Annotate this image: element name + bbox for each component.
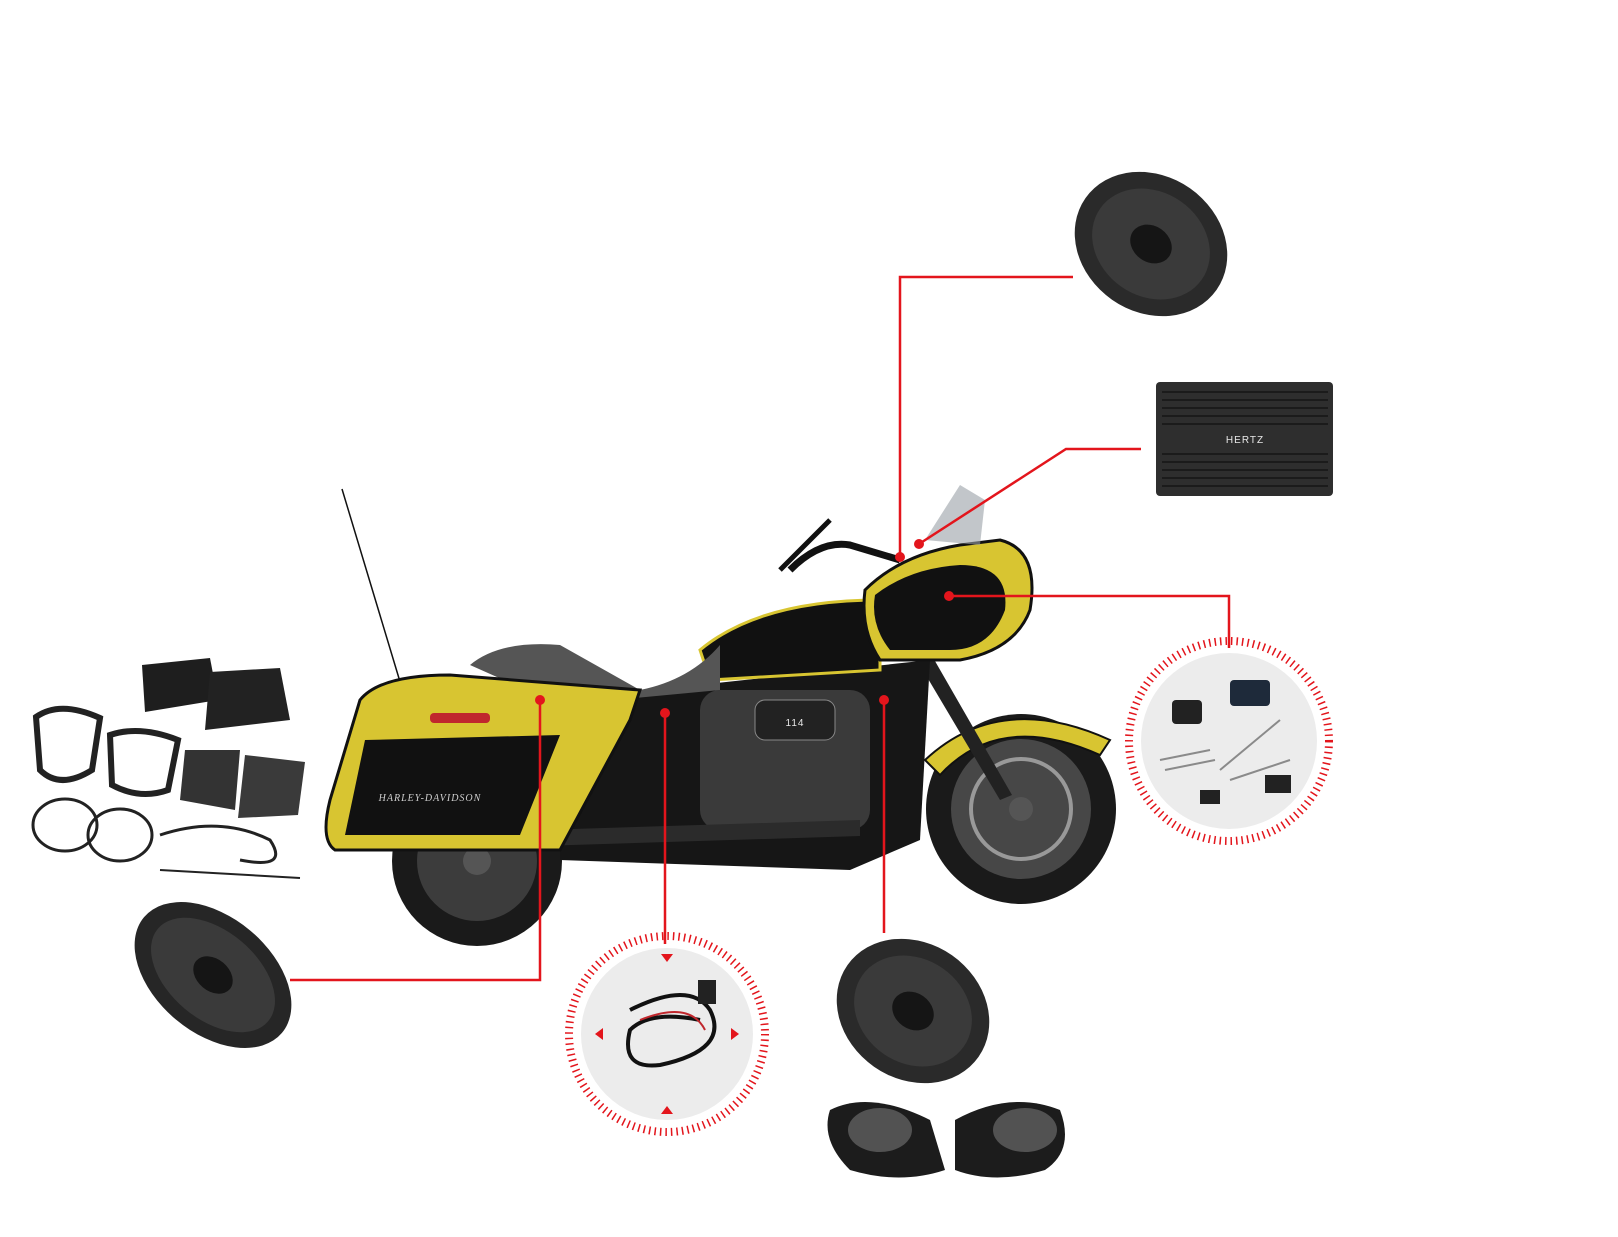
antenna	[341, 488, 405, 696]
lower-speaker-pods	[827, 1102, 1065, 1178]
amp-harness-callout	[565, 932, 769, 1136]
fairing-speaker	[1074, 171, 1228, 317]
amplifier: HERTZ	[1156, 382, 1333, 496]
fairing-harness-callout	[1125, 637, 1333, 845]
motorcycle: 114 HARLEY-DAVIDSON	[324, 485, 1116, 946]
leader-lines	[290, 275, 1231, 982]
engine-badge: 114	[786, 718, 805, 729]
amplifier-logo: HERTZ	[1226, 435, 1264, 446]
saddlebag-speaker	[134, 902, 292, 1048]
lower-speaker	[836, 938, 990, 1084]
saddlebag-lid-kit	[31, 658, 305, 879]
saddlebag-logo: HARLEY-DAVIDSON	[378, 793, 482, 804]
